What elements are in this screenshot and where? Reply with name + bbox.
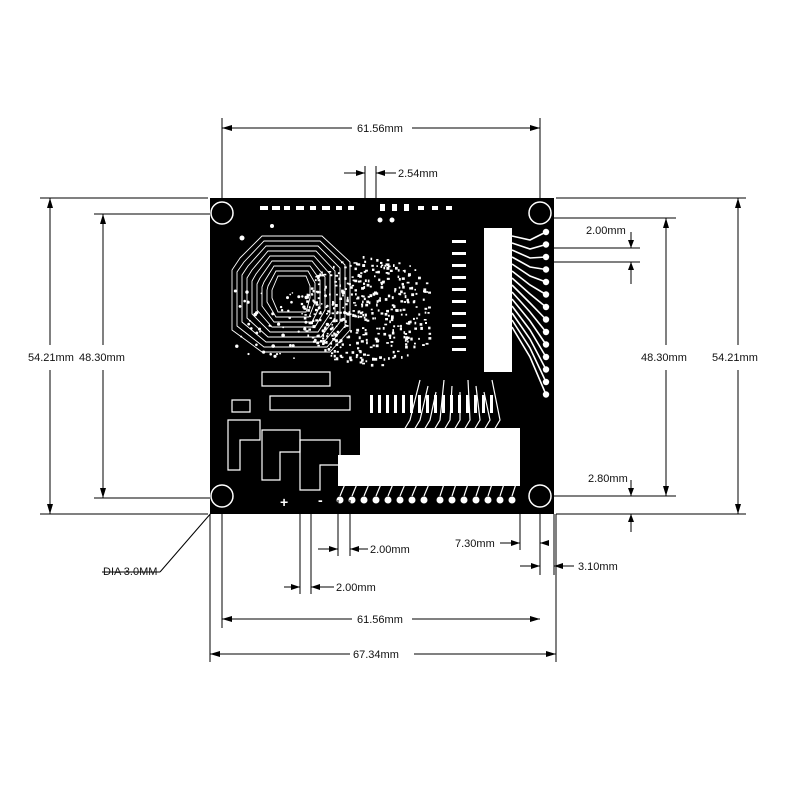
board-cutout-right-top xyxy=(484,228,512,372)
dim-right-pitch-top: 2.00mm xyxy=(586,225,626,237)
top-edge-components xyxy=(239,204,452,241)
right-connector-traces xyxy=(370,228,550,413)
pcb-board: + - xyxy=(210,198,554,514)
dim-bottom-width-inner: 61.56mm xyxy=(357,614,403,626)
dim-bottom-width-outer: 67.34mm xyxy=(353,649,399,661)
board-cutout-bottom xyxy=(360,428,520,455)
mounting-hole-bottom-right xyxy=(528,484,552,508)
mounting-hole-top-right xyxy=(528,201,552,225)
via-field xyxy=(233,256,432,367)
dim-bottom-offset-b: 3.10mm xyxy=(578,561,618,573)
minus-marking: - xyxy=(318,492,323,508)
dim-hole-diameter: DIA 3.0MM xyxy=(103,566,157,578)
dim-pin-pitch-top: 2.54mm xyxy=(398,168,438,180)
mounting-hole-top-left xyxy=(210,201,234,225)
plus-marking: + xyxy=(280,494,288,510)
dim-right-outer-height: 54.21mm xyxy=(712,352,758,364)
power-area xyxy=(227,371,351,491)
dim-top-width: 61.56mm xyxy=(357,123,403,135)
dim-right-bottom-offset: 2.80mm xyxy=(588,473,628,485)
fanout-traces xyxy=(369,379,501,476)
dim-right-inner-height: 48.30mm xyxy=(641,352,687,364)
dim-bottom-pitch-b: 2.00mm xyxy=(336,582,376,594)
dimension-lines: 61.56mm 2.54mm 2.00mm 48.30mm 54.21mm xyxy=(28,118,758,662)
dim-bottom-offset-a: 7.30mm xyxy=(455,538,495,550)
mounting-hole-bottom-left xyxy=(210,484,234,508)
dim-left-outer-height: 54.21mm xyxy=(28,352,74,364)
dim-bottom-pitch-a: 2.00mm xyxy=(370,544,410,556)
dim-left-inner-height: 48.30mm xyxy=(79,352,125,364)
